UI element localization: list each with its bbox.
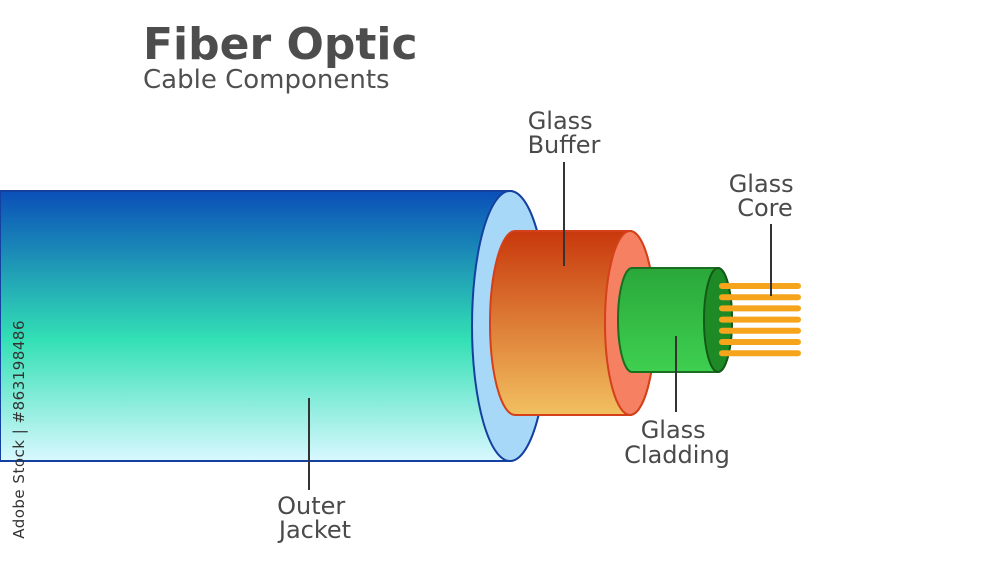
glass-cladding <box>617 267 733 373</box>
diagram-title: Fiber Optic <box>143 19 418 70</box>
diagram-subtitle: Cable Components <box>143 65 390 95</box>
outer-jacket <box>0 190 549 462</box>
glass-core <box>719 283 801 357</box>
label-outer-jacket: Outer Jacket <box>277 492 353 544</box>
label-glass-cladding: Glass Cladding <box>624 416 730 469</box>
label-glass-core: Glass Core <box>729 170 802 222</box>
label-glass-buffer: Glass Buffer <box>528 107 601 159</box>
outer-jacket-body <box>0 190 549 462</box>
stock-id-text: Adobe Stock | #863198486 <box>10 320 28 539</box>
